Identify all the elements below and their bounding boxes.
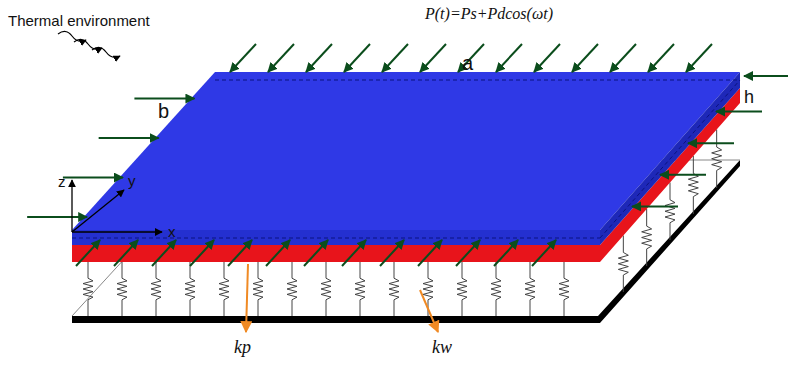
foundation-label: kw: [432, 338, 452, 356]
load-arrow: [63, 177, 123, 179]
figure-label: y: [128, 173, 136, 188]
spring-symbol: [642, 209, 652, 266]
load-arrow: [716, 111, 762, 113]
load-arrow: [420, 44, 446, 72]
load-arrow: [228, 240, 252, 266]
load-arrow: [532, 240, 556, 266]
load-arrow: [660, 174, 706, 176]
spring-symbol: [117, 262, 127, 316]
spring-symbol: [287, 262, 297, 316]
load-formula: P(t)=Ps+Pdcos(ωt): [425, 6, 553, 22]
figure-label: h: [744, 88, 754, 106]
figure-label: z: [58, 174, 66, 189]
load-arrow: [268, 44, 294, 72]
load-arrow: [114, 240, 138, 266]
load-arrow: [27, 216, 87, 218]
load-arrow: [496, 44, 522, 72]
figure-label: Thermal environment: [8, 13, 150, 28]
load-arrow: [686, 44, 712, 72]
heat-waves: [58, 31, 120, 57]
load-arrow: [572, 44, 598, 72]
spring-symbol: [491, 262, 501, 316]
spring-symbol: [321, 262, 331, 316]
load-arrow: [458, 44, 484, 72]
leader-line: [246, 264, 438, 332]
load-arrow: [744, 75, 788, 77]
load-arrow: [380, 240, 404, 266]
spring-symbol: [618, 236, 628, 293]
spring-symbol: [185, 262, 195, 316]
load-arrow: [342, 240, 366, 266]
spring-symbol: [525, 262, 535, 316]
load-arrow: [494, 240, 518, 266]
figure-label: x: [168, 224, 176, 239]
load-arrow: [688, 142, 734, 144]
spring-symbol: [355, 262, 365, 316]
spring-symbol: [83, 262, 93, 316]
axes: [72, 180, 162, 232]
load-arrow: [344, 44, 370, 72]
load-arrow: [418, 240, 442, 266]
load-arrow: [304, 240, 328, 266]
load-arrow: [534, 44, 560, 72]
spring-symbol: [219, 262, 229, 316]
load-arrow: [134, 98, 194, 100]
load-arrow: [99, 137, 159, 139]
load-arrow: [382, 44, 408, 72]
load-arrow: [610, 44, 636, 72]
compressive-load: [27, 44, 788, 266]
load-arrow: [152, 240, 176, 266]
plate: [72, 72, 740, 245]
load-arrow: [190, 240, 214, 266]
load-arrow: [266, 240, 290, 266]
spring-symbol: [457, 262, 467, 316]
figure-label: b: [158, 101, 169, 121]
load-arrow: [632, 205, 678, 207]
figure-label: a: [462, 53, 473, 73]
spring-symbol: [389, 262, 399, 316]
spring-symbol: [712, 130, 722, 189]
spring-symbol: [665, 183, 675, 241]
load-arrow: [648, 44, 674, 72]
spring-symbol: [688, 156, 698, 214]
spring-symbol: [559, 262, 569, 316]
load-arrow: [306, 44, 332, 72]
foundation-label: kp: [234, 338, 251, 356]
spring-symbol: [151, 262, 161, 316]
spring-symbol: [253, 262, 263, 316]
load-arrow: [230, 44, 256, 72]
load-arrow: [456, 240, 480, 266]
load-arrow: [76, 240, 100, 266]
